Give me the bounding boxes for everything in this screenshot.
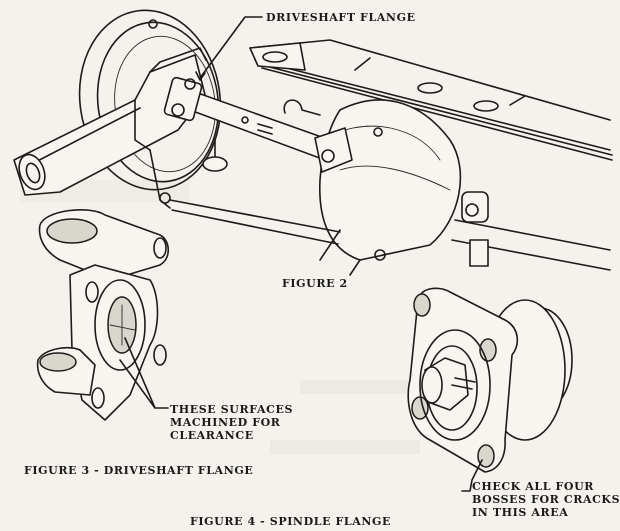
callout-line: CLEARANCE [170,429,254,442]
bleed-through-text [270,440,420,454]
machined-surfaces-callout: THESE SURFACES MACHINED FOR CLEARANCE [170,403,293,442]
driveshaft-flange-callout: DRIVESHAFT FLANGE [266,11,416,24]
leaf-spring [249,39,613,161]
shock-absorber [149,139,341,245]
driveshaft-flange-leader [199,16,263,79]
callout-line: MACHINED FOR [170,416,281,429]
check-bosses-leader [461,459,483,492]
figure-3-caption: FIGURE 3 - DRIVESHAFT FLANGE [24,464,254,477]
differential-housing [314,99,611,276]
figure-4-caption: FIGURE 4 - SPINDLE FLANGE [190,515,391,528]
callout-line: IN THIS AREA [472,506,569,519]
yoke-upper-ear [38,209,170,281]
callout-line: BOSSES FOR CRACKS [472,493,620,506]
brake-drum [78,9,222,191]
boss-hole-top-left [413,293,431,317]
check-bosses-callout: CHECK ALL FOUR BOSSES FOR CRACKS IN THIS… [472,480,620,519]
bleed-through-text [300,380,420,394]
machined-surfaces-leader [119,337,169,409]
yoke-lower-ear [36,346,96,396]
callout-line: THESE SURFACES [170,403,293,416]
spindle-nut [421,357,476,411]
callout-line: CHECK ALL FOUR [472,480,595,493]
figure-2-caption: FIGURE 2 [282,277,348,290]
